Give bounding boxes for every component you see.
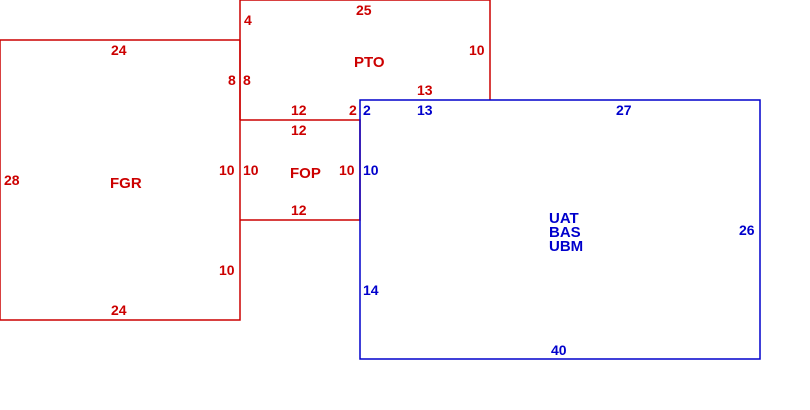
fgr-labels: FGR 24 24 28 8 10 10: [4, 42, 236, 318]
main-right-edge-label: 26: [739, 222, 755, 238]
main-left-bottom-edge-label: 14: [363, 282, 379, 298]
pto-right-edge-label: 10: [469, 42, 485, 58]
pto-bottom-corner-edge-label: 2: [349, 102, 357, 118]
main-room-outline: [359, 99, 761, 360]
fgr-outline: [0, 39, 241, 321]
fop-top-edge-label: 12: [291, 122, 307, 138]
main-room-label-2: BAS: [549, 224, 581, 241]
room-outlines: [0, 0, 761, 360]
pto-outline: [239, 0, 491, 120]
main-top-corner-edge-label: 2: [363, 102, 371, 118]
pto-top-edge-label: 25: [356, 2, 372, 18]
pto-left-edge-label: 4: [244, 12, 252, 28]
main-left-top-edge-label: 10: [363, 162, 379, 178]
pto-bottom-left-edge-label: 12: [291, 102, 307, 118]
fgr-top-edge-label: 24: [111, 42, 127, 58]
fop-room-label: FOP: [290, 165, 321, 182]
fgr-right-top-edge-label: 8: [228, 72, 236, 88]
pto-room-label: PTO: [354, 54, 385, 71]
fop-bottom-edge-label: 12: [291, 202, 307, 218]
pto-left-low-edge-label: 8: [243, 72, 251, 88]
pto-bottom-right-edge-label: 13: [417, 82, 433, 98]
fgr-bottom-edge-label: 24: [111, 302, 127, 318]
main-room-label-1: UAT: [549, 210, 579, 227]
main-bottom-edge-label: 40: [551, 342, 567, 358]
fop-left-edge-label: 10: [243, 162, 259, 178]
pto-labels: PTO 25 4 8 10 13 12 2: [243, 2, 485, 118]
fop-right-edge-label: 10: [339, 162, 355, 178]
main-room-labels: UAT BAS UBM 13 27 2 10 14 26 40: [363, 102, 755, 358]
main-top-left-edge-label: 13: [417, 102, 433, 118]
fgr-left-edge-label: 28: [4, 172, 20, 188]
main-room-label-3: UBM: [549, 238, 583, 255]
fgr-right-mid-edge-label: 10: [219, 162, 235, 178]
main-top-right-edge-label: 27: [616, 102, 632, 118]
fop-labels: FOP 12 12 10 10: [243, 122, 355, 218]
fgr-right-low-edge-label: 10: [219, 262, 235, 278]
fgr-room-label: FGR: [110, 175, 142, 192]
